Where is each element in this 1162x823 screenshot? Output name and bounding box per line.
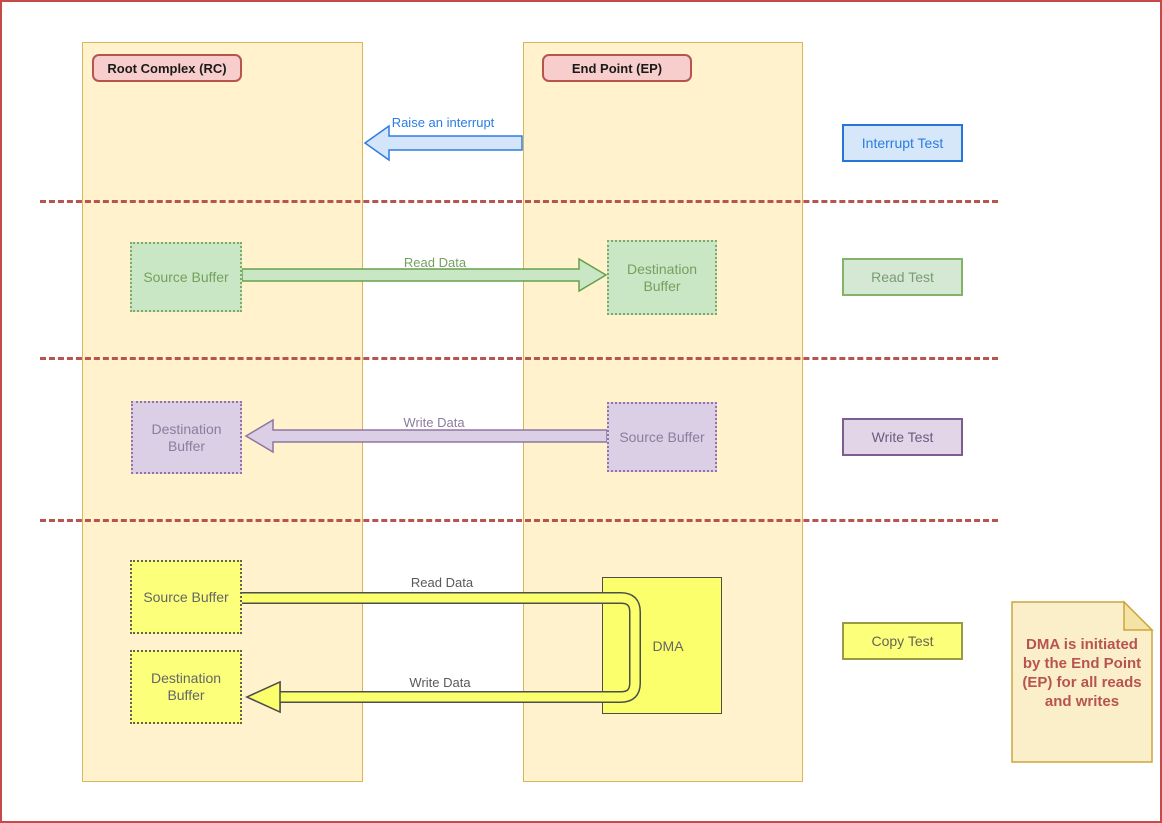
copy-write-arrowhead-top (245, 680, 281, 714)
note-shape (1011, 601, 1153, 763)
copy-destination-buffer: Destination Buffer (130, 650, 242, 724)
section-divider-3 (40, 519, 998, 522)
copy-source-buffer: Source Buffer (130, 560, 242, 634)
write-test-box: Write Test (842, 418, 963, 456)
read-data-label: Read Data (403, 255, 467, 270)
raise-interrupt-arrow (363, 124, 523, 162)
section-divider-1 (40, 200, 998, 203)
write-data-label: Write Data (403, 415, 465, 430)
read-ep-destination-buffer: Destination Buffer (607, 240, 717, 315)
copy-write-data-label: Write Data (409, 675, 471, 690)
read-data-arrow (241, 257, 608, 293)
end-point-label: End Point (EP) (542, 54, 692, 82)
copy-test-box: Copy Test (842, 622, 963, 660)
write-ep-source-buffer: Source Buffer (607, 402, 717, 472)
interrupt-test-box: Interrupt Test (842, 124, 963, 162)
section-divider-2 (40, 357, 998, 360)
dma-label: DMA (652, 637, 684, 654)
root-complex-label: Root Complex (RC) (92, 54, 242, 82)
read-test-box: Read Test (842, 258, 963, 296)
copy-read-data-label: Read Data (410, 575, 474, 590)
raise-interrupt-label: Raise an interrupt (391, 115, 495, 130)
write-rc-destination-buffer: Destination Buffer (131, 401, 242, 474)
read-rc-source-buffer: Source Buffer (130, 242, 242, 312)
copy-tube-fill-top (242, 593, 640, 702)
note-fold-corner (1123, 600, 1154, 631)
note-text: DMA is initiated by the End Point (EP) f… (1022, 636, 1142, 710)
